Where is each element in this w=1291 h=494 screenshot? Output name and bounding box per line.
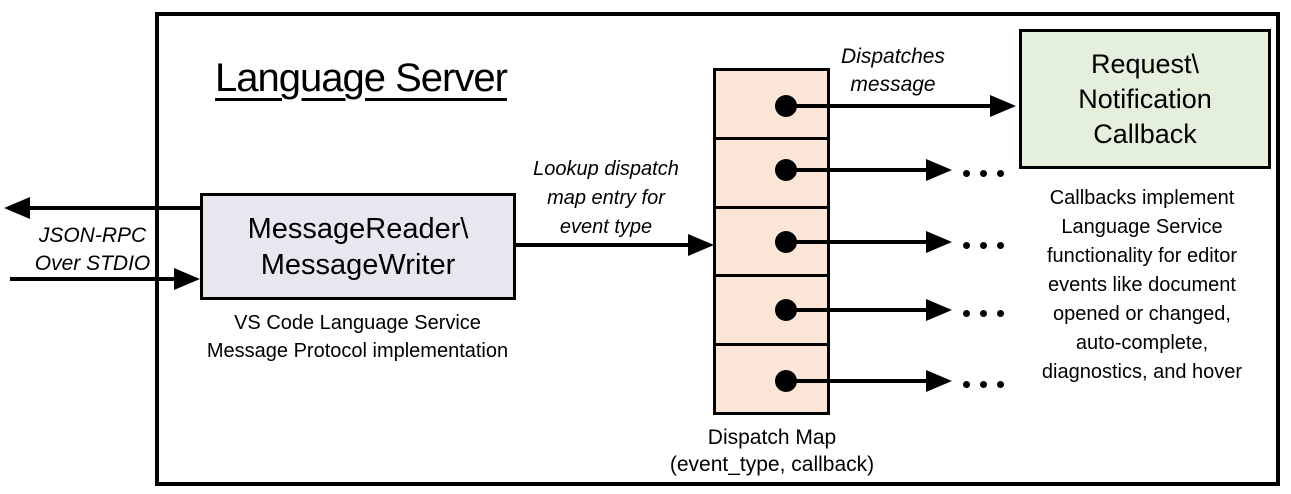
callbacks-note-line3: functionality for editor xyxy=(1046,245,1238,267)
reader-box-line1: MessageReader\ xyxy=(247,212,469,245)
dispatch-map-cell xyxy=(716,343,827,412)
callbacks-note: Callbacks implement Language Service fun… xyxy=(1008,184,1276,387)
lookup-arrowhead-icon xyxy=(688,234,714,256)
dispatch-map-cell xyxy=(716,205,827,275)
stdio-in-arrow-line xyxy=(10,277,176,281)
dispatches-label-line2: message xyxy=(850,73,936,96)
callbacks-note-line7: diagnostics, and hover xyxy=(1041,361,1243,383)
callbacks-note-line6: auto-complete, xyxy=(1075,332,1209,354)
callback-box-line2: Notification xyxy=(1078,83,1212,114)
request-notification-callback-box: Request\ Notification Callback xyxy=(1019,29,1271,169)
dispatches-label-line1: Dispatches xyxy=(841,45,945,68)
dispatch-map-cell xyxy=(716,136,827,206)
lookup-label-line3: event type xyxy=(559,216,653,238)
dispatch-arrow-line-1 xyxy=(786,104,992,108)
dispatch-map-cell xyxy=(716,274,827,343)
dispatch-arrow-line-3 xyxy=(786,240,928,244)
callbacks-note-line2: Language Service xyxy=(1061,216,1223,238)
dispatch-arrowhead-icon-4 xyxy=(926,299,952,321)
dispatch-arrowhead-icon-3 xyxy=(926,231,952,253)
reader-box-line2: MessageWriter xyxy=(260,248,456,281)
reader-caption-line2: Message Protocol implementation xyxy=(206,340,509,362)
dispatch-map-caption: Dispatch Map (event_type, callback) xyxy=(646,424,898,478)
lookup-label-line2: map entry for xyxy=(547,187,665,209)
dispatch-arrow-line-4 xyxy=(786,308,928,312)
ellipsis-icon xyxy=(963,170,1004,177)
stdio-label-line1: JSON-RPC xyxy=(38,224,147,247)
callbacks-note-line4: events like document xyxy=(1048,274,1236,296)
lookup-label-line1: Lookup dispatch xyxy=(533,158,679,180)
callback-box-line1: Request\ xyxy=(1090,48,1200,79)
dispatch-map-caption-line2: (event_type, callback) xyxy=(669,453,875,476)
language-server-boundary-box xyxy=(155,12,1280,486)
ellipsis-icon xyxy=(963,381,1004,388)
callback-box-line3: Callback xyxy=(1093,118,1197,149)
dispatch-map-caption-line1: Dispatch Map xyxy=(707,426,837,449)
stdio-in-arrowhead-icon xyxy=(174,268,200,290)
dispatch-arrow-line-5 xyxy=(786,379,928,383)
ellipsis-icon xyxy=(963,310,1004,317)
lookup-label: Lookup dispatch map entry for event type xyxy=(520,155,692,242)
dispatches-message-label: Dispatches message xyxy=(823,43,963,99)
dispatch-arrowhead-icon-5 xyxy=(926,370,952,392)
callbacks-note-line1: Callbacks implement xyxy=(1049,187,1235,209)
ellipsis-icon xyxy=(963,242,1004,249)
message-reader-writer-box: MessageReader\ MessageWriter xyxy=(200,193,516,300)
callbacks-note-line5: opened or changed, xyxy=(1053,303,1231,325)
dispatch-arrow-line-2 xyxy=(786,168,928,172)
dispatch-arrowhead-icon-1 xyxy=(990,95,1016,117)
reader-box-caption: VS Code Language Service Message Protoco… xyxy=(185,309,530,365)
stdio-label-line2: Over STDIO xyxy=(34,252,151,275)
stdio-label: JSON-RPC Over STDIO xyxy=(15,222,170,278)
reader-caption-line1: VS Code Language Service xyxy=(234,312,481,334)
stdio-out-arrow-line xyxy=(24,206,200,210)
dispatch-arrowhead-icon-2 xyxy=(926,159,952,181)
diagram-title: Language Server xyxy=(215,56,508,100)
lookup-arrow-line xyxy=(515,243,688,247)
stdio-out-arrowhead-icon xyxy=(4,197,30,219)
